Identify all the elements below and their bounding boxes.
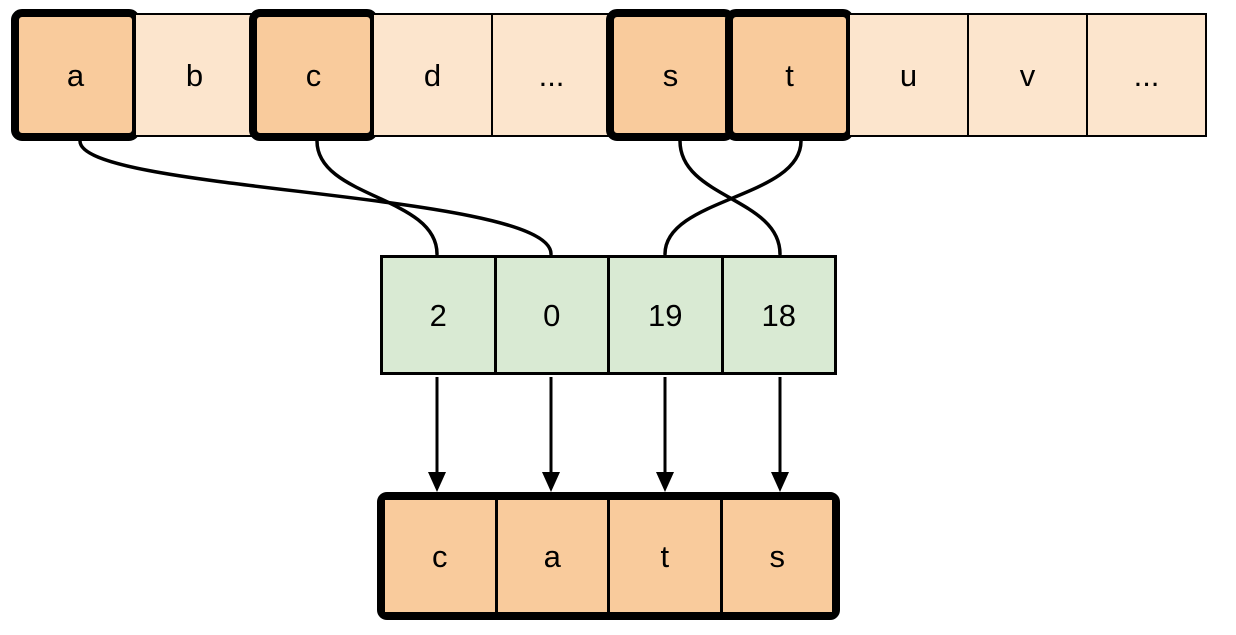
result-cell-3: t — [607, 500, 720, 612]
alphabet-cell-label: v — [1019, 57, 1036, 93]
index-cell-1: 2 — [380, 255, 497, 375]
alphabet-cell-label: a — [66, 57, 85, 93]
alphabet-cell-s: s — [606, 9, 735, 141]
arrow-down-2 — [542, 377, 560, 492]
alphabet-cell-ellipsis-2: ... — [1086, 13, 1207, 137]
index-cell-value: 2 — [429, 297, 447, 333]
alphabet-cell-label: u — [899, 57, 918, 93]
curve-a-to-0 — [78, 139, 553, 256]
alphabet-array: a b c d ... s t u v ... — [11, 9, 1207, 141]
index-cell-value: 18 — [761, 297, 796, 333]
arrowhead-down-icon — [428, 472, 446, 492]
alphabet-cell-a: a — [11, 9, 140, 141]
index-cell-3: 19 — [607, 255, 724, 375]
index-array: 2 0 19 18 — [380, 255, 837, 375]
curve-t-to-19 — [663, 139, 803, 256]
alphabet-cell-v: v — [967, 13, 1088, 137]
result-cell-1: c — [385, 500, 495, 612]
curve-c-to-2 — [315, 139, 439, 256]
alphabet-cell-ellipsis-1: ... — [491, 13, 612, 137]
alphabet-cell-label: b — [185, 57, 204, 93]
index-cell-value: 0 — [543, 297, 561, 333]
alphabet-cell-u: u — [848, 13, 969, 137]
alphabet-cell-t: t — [725, 9, 854, 141]
alphabet-cell-label: ... — [1133, 57, 1160, 93]
result-cell-letter: a — [543, 538, 561, 574]
alphabet-cell-c: c — [249, 9, 378, 141]
arrowhead-down-icon — [542, 472, 560, 492]
index-cell-2: 0 — [493, 255, 610, 375]
arrow-down-1 — [428, 377, 446, 492]
alphabet-cell-label: s — [662, 57, 679, 93]
result-cell-letter: c — [432, 538, 448, 574]
alphabet-cell-d: d — [372, 13, 493, 137]
arrow-down-4 — [771, 377, 789, 492]
result-cell-4: s — [719, 500, 832, 612]
result-cell-2: a — [494, 500, 607, 612]
alphabet-cell-label: ... — [538, 57, 565, 93]
result-cell-letter: s — [769, 538, 786, 574]
alphabet-cell-b: b — [134, 13, 255, 137]
arrowhead-down-icon — [656, 472, 674, 492]
index-cell-value: 19 — [648, 297, 683, 333]
alphabet-cell-label: d — [423, 57, 442, 93]
alphabet-cell-label: t — [785, 57, 794, 93]
arrowhead-down-icon — [771, 472, 789, 492]
index-cell-4: 18 — [720, 255, 837, 375]
curve-s-to-18 — [678, 139, 782, 256]
arrow-down-3 — [656, 377, 674, 492]
result-word-array: c a t s — [377, 492, 840, 620]
result-cell-letter: t — [660, 538, 670, 574]
alphabet-cell-label: c — [305, 57, 322, 93]
